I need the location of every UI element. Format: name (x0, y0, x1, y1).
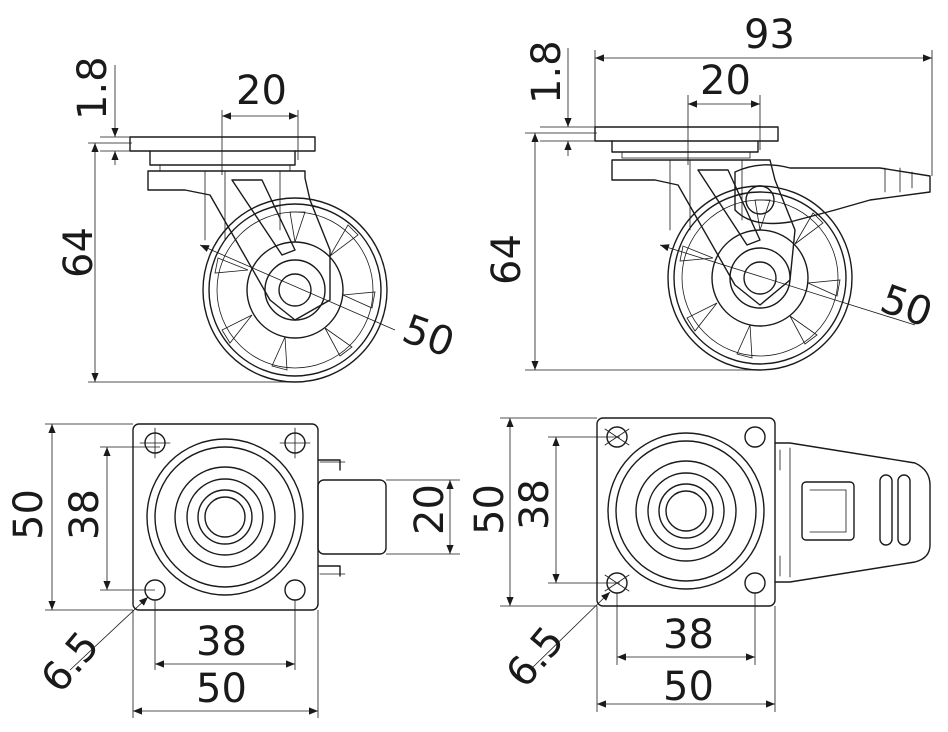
dim-hole-spacing-v: 38 (512, 479, 558, 530)
wheel (202, 197, 388, 383)
wheel (667, 185, 853, 371)
dim-wheel-width: 20 (407, 484, 453, 535)
dim-hole-spacing-v: 38 (62, 489, 108, 540)
dim-wheel-diameter: 50 (875, 276, 939, 337)
dim-wheel-diameter: 50 (397, 306, 461, 367)
dim-plate-width: 50 (196, 666, 247, 712)
side-view-brake: 50 93 20 1.8 64 (484, 12, 939, 371)
dim-hole-diameter: 6.5 (32, 623, 108, 701)
mounting-holes (144, 432, 306, 601)
dim-hole-spacing-h: 38 (196, 619, 247, 665)
bearing-ring (149, 150, 296, 166)
dim-height: 64 (484, 234, 530, 285)
dim-hole-diameter: 6.5 (497, 618, 573, 696)
swivel-bearing (607, 432, 765, 590)
dim-plate-center: 20 (236, 68, 287, 114)
wheel-top (317, 479, 387, 555)
dim-hole-spacing-h: 38 (663, 612, 714, 658)
dim-plate-thickness: 1.8 (524, 40, 570, 104)
top-view-brake: 38 50 38 50 6.5 (467, 417, 931, 712)
dim-plate-thickness: 1.8 (70, 56, 116, 120)
side-view-swivel: 50 20 1.8 64 (56, 56, 461, 383)
dim-height: 64 (56, 227, 102, 278)
dim-plate-height: 50 (467, 484, 513, 535)
mounting-plate (596, 417, 776, 607)
brake-lever (231, 179, 296, 256)
swivel-bearing (146, 438, 304, 596)
brake-pedal-top (774, 442, 931, 583)
fork (147, 170, 331, 321)
fork (611, 159, 796, 306)
mounting-plate (594, 126, 779, 142)
mounting-plate (129, 136, 316, 152)
dim-plate-height: 50 (6, 489, 52, 540)
brake-pedal (734, 164, 931, 225)
dim-overall-length: 93 (744, 12, 795, 58)
dim-plate-center: 20 (700, 58, 751, 104)
dim-plate-width: 50 (663, 664, 714, 710)
top-view-swivel: 38 50 20 38 50 6.5 (6, 423, 460, 718)
mounting-holes (606, 426, 766, 594)
